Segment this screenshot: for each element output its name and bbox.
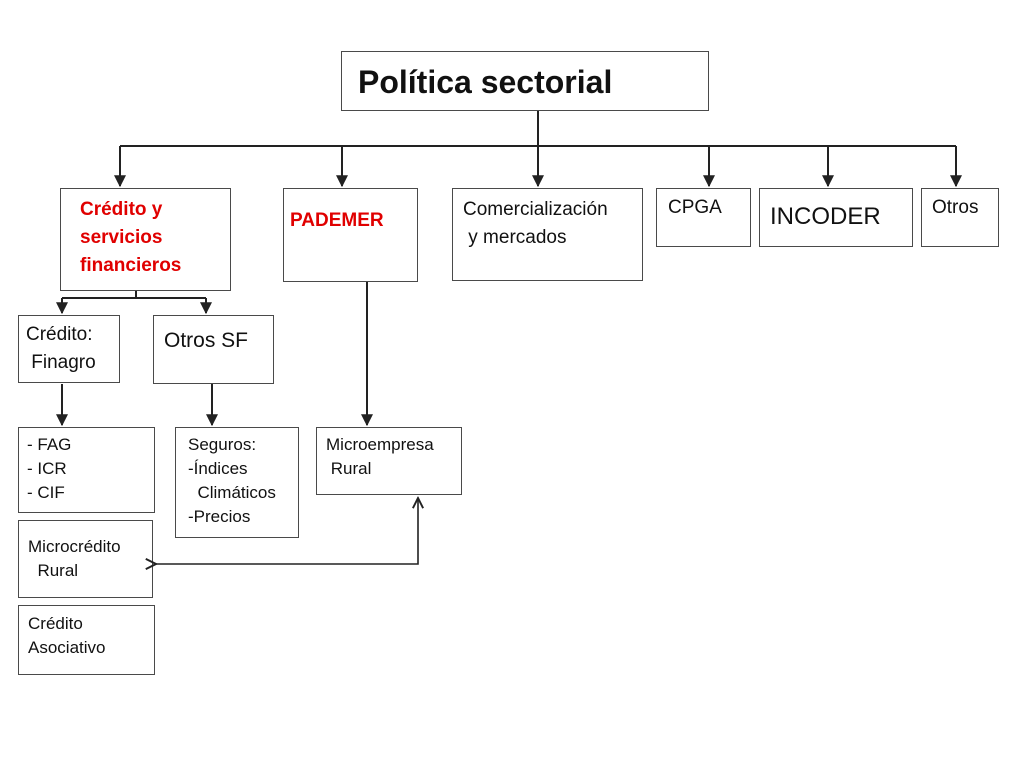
- microempresa-label: Microempresa Rural: [326, 435, 434, 478]
- incoder-label: INCODER: [770, 203, 881, 230]
- comercializacion-label: Comercialización y mercados: [463, 199, 608, 248]
- cpga-label: CPGA: [668, 197, 722, 218]
- microempresa-node: [316, 427, 462, 495]
- comercializacion-node: [452, 188, 643, 281]
- credito-servicios-node: [60, 188, 231, 291]
- credito-asociativo-node: [18, 605, 155, 675]
- fag-icr-cif-node: [18, 427, 155, 513]
- otros-node: [921, 188, 999, 247]
- credito-asociativo-label: Crédito Asociativo: [28, 614, 106, 657]
- credito-servicios-label: Crédito y servicios financieros: [80, 199, 182, 276]
- credito-finagro-label: Crédito: Finagro: [26, 324, 96, 373]
- microcredito-label: Microcrédito Rural: [28, 537, 121, 580]
- pademer-node: [283, 188, 418, 282]
- root-node-box: [341, 51, 709, 111]
- fag-icr-cif-label: - FAG - ICR - CIF: [27, 435, 72, 502]
- incoder-node: [759, 188, 913, 247]
- credito-finagro-node: [18, 315, 120, 383]
- root-node-title: Política sectorial: [358, 64, 613, 100]
- pademer-label: PADEMER: [290, 210, 384, 231]
- microcredito-node: [18, 520, 153, 598]
- otros-sf-label: Otros SF: [164, 329, 249, 352]
- seguros-label: Seguros: -Índices Climáticos -Precios: [188, 435, 276, 526]
- cpga-node: [656, 188, 751, 247]
- otros-sf-node: [153, 315, 274, 384]
- otros-label: Otros: [932, 197, 979, 218]
